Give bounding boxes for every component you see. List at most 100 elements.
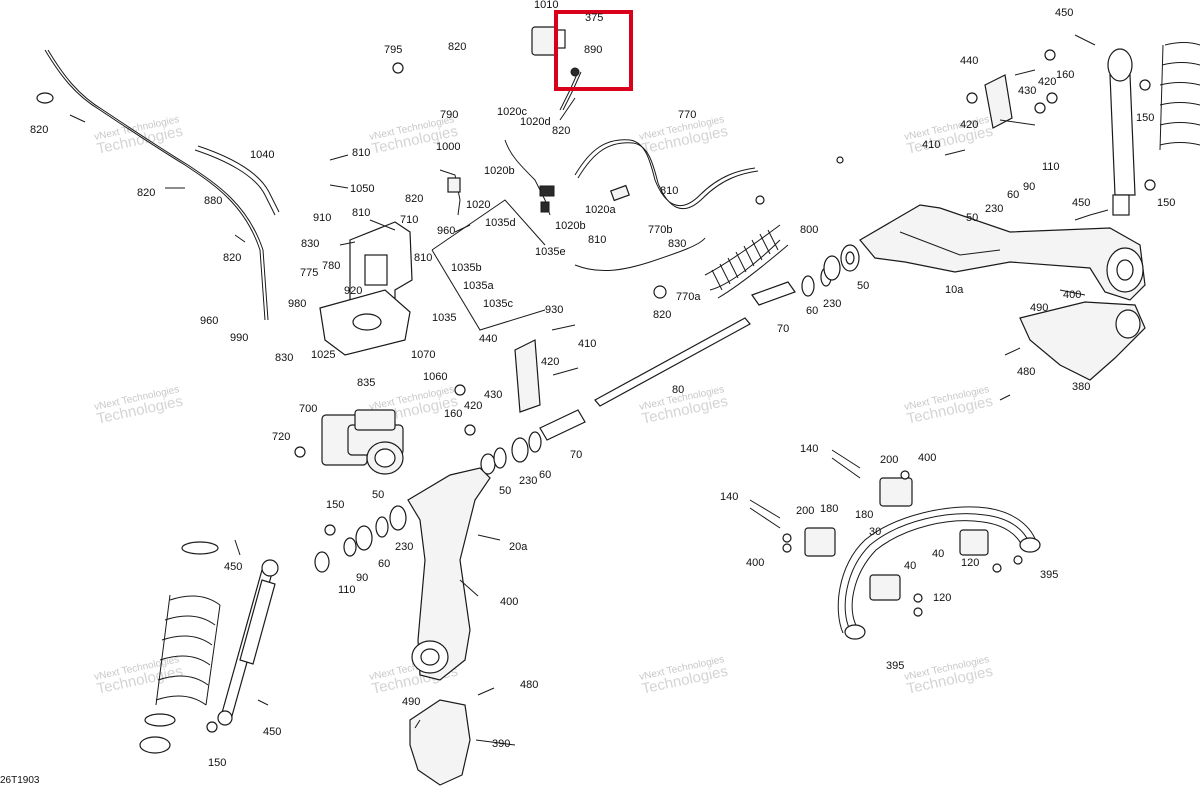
trailing-arm-20a — [407, 467, 491, 681]
callout-395: 395 — [1040, 569, 1058, 581]
callout-1000: 1000 — [436, 141, 460, 153]
callout-830: 830 — [275, 352, 293, 364]
callout-1035a: 1035a — [463, 280, 494, 292]
callout-1020d: 1020d — [520, 116, 551, 128]
spring-left — [139, 541, 221, 754]
callout-890: 890 — [584, 44, 602, 56]
callout-1035d: 1035d — [485, 217, 516, 229]
callout-770: 770 — [678, 109, 696, 121]
callout-830: 830 — [668, 238, 686, 250]
callout-200: 200 — [796, 505, 814, 517]
callout-820: 820 — [30, 124, 48, 136]
part-drawings — [36, 10, 1200, 786]
callout-480: 480 — [1017, 366, 1035, 378]
callout-50: 50 — [499, 485, 511, 497]
flex-hose-800 — [704, 224, 789, 299]
callout-835: 835 — [357, 377, 375, 389]
callout-420: 420 — [464, 400, 482, 412]
callout-120: 120 — [933, 592, 951, 604]
callout-150: 150 — [1157, 197, 1175, 209]
callout-820: 820 — [137, 187, 155, 199]
callout-490: 490 — [402, 696, 420, 708]
callout-930: 930 — [545, 304, 563, 316]
callout-1050: 1050 — [350, 183, 374, 195]
callout-440: 440 — [479, 333, 497, 345]
diagram-code: 26T1903 — [0, 775, 40, 786]
callout-450: 450 — [263, 726, 281, 738]
callout-1035e: 1035e — [535, 246, 566, 258]
callout-1020b: 1020b — [484, 165, 515, 177]
callout-180: 180 — [820, 503, 838, 515]
callout-880: 880 — [204, 195, 222, 207]
highlight-box — [554, 10, 633, 91]
callout-980: 980 — [288, 298, 306, 310]
callout-150: 150 — [208, 757, 226, 769]
callout-430: 430 — [1018, 85, 1036, 97]
callout-1010: 1010 — [534, 0, 558, 11]
breather-tube-880 — [44, 49, 266, 321]
callout-990: 990 — [230, 332, 248, 344]
clip-820-icon — [36, 92, 54, 104]
callout-410: 410 — [922, 139, 940, 151]
callout-810: 810 — [352, 147, 370, 159]
sway-bar-30 — [844, 513, 1031, 631]
shock-compressor-700 — [321, 409, 404, 475]
callout-1020b: 1020b — [555, 220, 586, 232]
callout-450: 450 — [1072, 197, 1090, 209]
callout-810: 810 — [414, 252, 432, 264]
callout-90: 90 — [356, 572, 368, 584]
callout-810: 810 — [660, 185, 678, 197]
callout-770a: 770a — [676, 291, 701, 303]
callout-10a: 10a — [945, 284, 964, 296]
callout-720: 720 — [272, 431, 290, 443]
callout-770b: 770b — [648, 224, 672, 236]
trailing-arm-10a — [859, 204, 1146, 301]
callout-40: 40 — [904, 560, 916, 572]
callout-810: 810 — [352, 207, 370, 219]
callout-50: 50 — [372, 489, 384, 501]
callout-960: 960 — [437, 225, 455, 237]
callout-150: 150 — [1136, 112, 1154, 124]
callout-380: 380 — [1072, 381, 1090, 393]
callout-820: 820 — [448, 41, 466, 53]
bearings-left — [314, 505, 407, 573]
callout-700: 700 — [299, 403, 317, 415]
callout-390: 390 — [492, 738, 510, 750]
callout-50: 50 — [857, 280, 869, 292]
callout-180: 180 — [855, 509, 873, 521]
callout-400: 400 — [746, 557, 764, 569]
shock-right — [1107, 48, 1136, 216]
callout-230: 230 — [395, 541, 413, 553]
callout-790: 790 — [440, 109, 458, 121]
callout-80: 80 — [672, 384, 684, 396]
callout-375: 375 — [585, 12, 603, 24]
callout-1040: 1040 — [250, 149, 274, 161]
callout-70: 70 — [777, 323, 789, 335]
callout-795: 795 — [384, 44, 402, 56]
callout-150: 150 — [326, 499, 344, 511]
callout-775: 775 — [300, 267, 318, 279]
callout-400: 400 — [500, 596, 518, 608]
callout-labels: 1010 375 890 795 820 450 440 160 420 430… — [0, 0, 1175, 786]
callout-60: 60 — [1007, 189, 1019, 201]
callout-440: 440 — [960, 55, 978, 67]
callout-420: 420 — [960, 119, 978, 131]
callout-120: 120 — [961, 557, 979, 569]
sensor-1010 — [531, 26, 558, 56]
callout-1070: 1070 — [411, 349, 435, 361]
callout-1020c: 1020c — [497, 106, 527, 118]
callout-70: 70 — [570, 449, 582, 461]
callout-160: 160 — [444, 408, 462, 420]
callout-960: 960 — [200, 315, 218, 327]
bracket-440-mid — [514, 339, 541, 413]
callout-1060: 1060 — [423, 371, 447, 383]
callout-40: 40 — [932, 548, 944, 560]
callout-830: 830 — [301, 238, 319, 250]
callout-230: 230 — [823, 298, 841, 310]
callout-60: 60 — [378, 558, 390, 570]
callout-50: 50 — [966, 212, 978, 224]
callout-1020: 1020 — [466, 199, 490, 211]
callout-820: 820 — [653, 309, 671, 321]
callout-1025: 1025 — [311, 349, 335, 361]
